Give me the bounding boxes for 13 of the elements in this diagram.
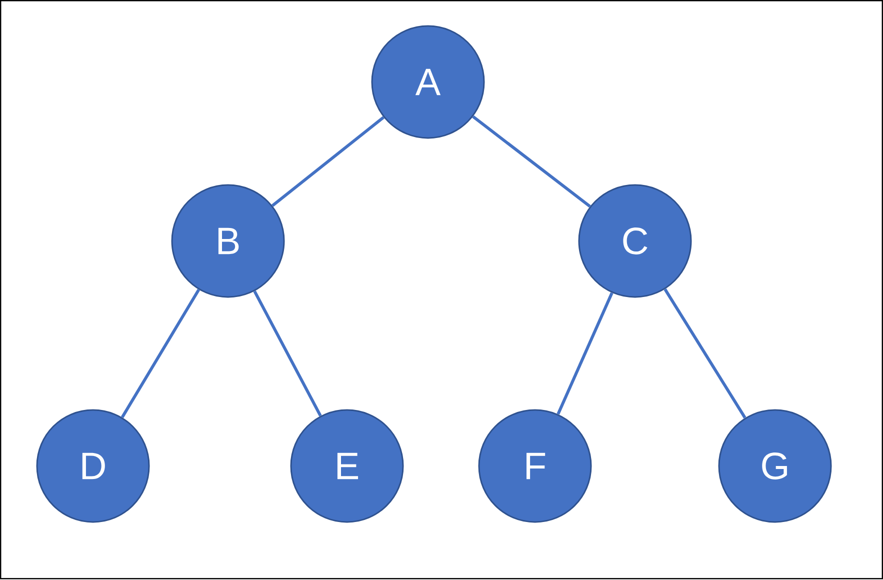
circle-node: E: [290, 409, 404, 523]
circle-node: A: [371, 25, 485, 139]
connector-line: [472, 115, 591, 208]
circle-node: D: [36, 409, 150, 523]
connector-line: [253, 290, 322, 417]
connector-line: [556, 292, 614, 415]
connector-line: [272, 116, 385, 207]
circle-node: B: [171, 184, 285, 298]
connector-line: [664, 288, 746, 419]
circle-node: G: [718, 409, 832, 523]
connector-line: [120, 288, 200, 418]
circle-node: C: [578, 184, 692, 298]
circle-node: F: [478, 409, 592, 523]
